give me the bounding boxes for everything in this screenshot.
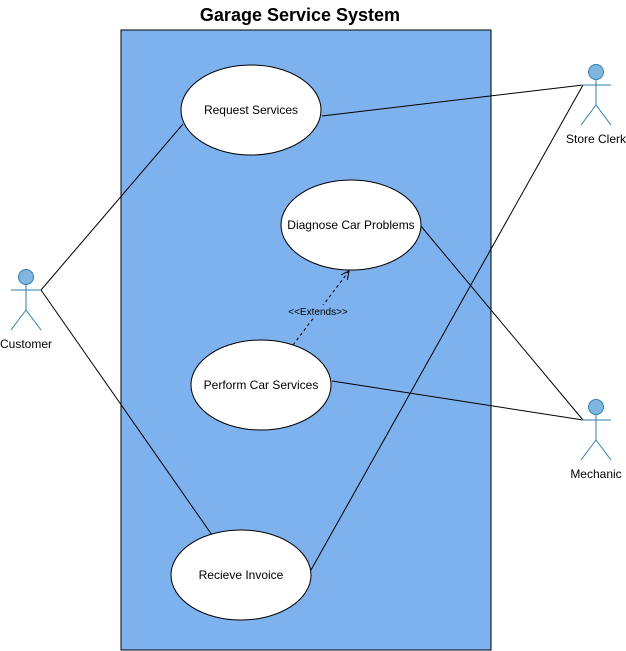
stick-figure-icon bbox=[580, 399, 612, 461]
stick-figure-icon bbox=[10, 269, 42, 331]
use-case-perform-car-services[interactable]: Perform Car Services bbox=[190, 339, 332, 431]
use-case-request-services[interactable]: Request Services bbox=[180, 64, 322, 156]
association-customer-request bbox=[40, 123, 184, 291]
association-clerk-request bbox=[321, 84, 584, 117]
use-case-label: Recieve Invoice bbox=[199, 568, 284, 582]
use-case-label: Diagnose Car Problems bbox=[287, 218, 414, 232]
use-case-diagnose-car-problems[interactable]: Diagnose Car Problems bbox=[280, 179, 422, 271]
actor-mechanic[interactable]: Mechanic bbox=[570, 399, 622, 482]
use-case-recieve-invoice[interactable]: Recieve Invoice bbox=[170, 529, 312, 621]
association-mechanic-perform bbox=[331, 380, 584, 421]
association-customer-invoice bbox=[40, 289, 213, 536]
extends-label-bg bbox=[284, 305, 354, 318]
actor-label: Customer bbox=[0, 337, 52, 351]
association-mechanic-diagnose bbox=[419, 224, 584, 421]
actor-label: Store Clerk bbox=[566, 132, 626, 146]
diagram-title: Garage Service System bbox=[200, 5, 400, 25]
association-clerk-invoice bbox=[310, 84, 584, 571]
use-case-label: Request Services bbox=[204, 103, 298, 117]
actor-label: Mechanic bbox=[570, 467, 621, 481]
stick-figure-icon bbox=[580, 64, 612, 126]
actor-store-clerk[interactable]: Store Clerk bbox=[566, 64, 626, 147]
actor-customer[interactable]: Customer bbox=[0, 269, 52, 352]
use-case-label: Perform Car Services bbox=[204, 378, 319, 392]
extends-label: <<Extends>> bbox=[288, 307, 348, 318]
